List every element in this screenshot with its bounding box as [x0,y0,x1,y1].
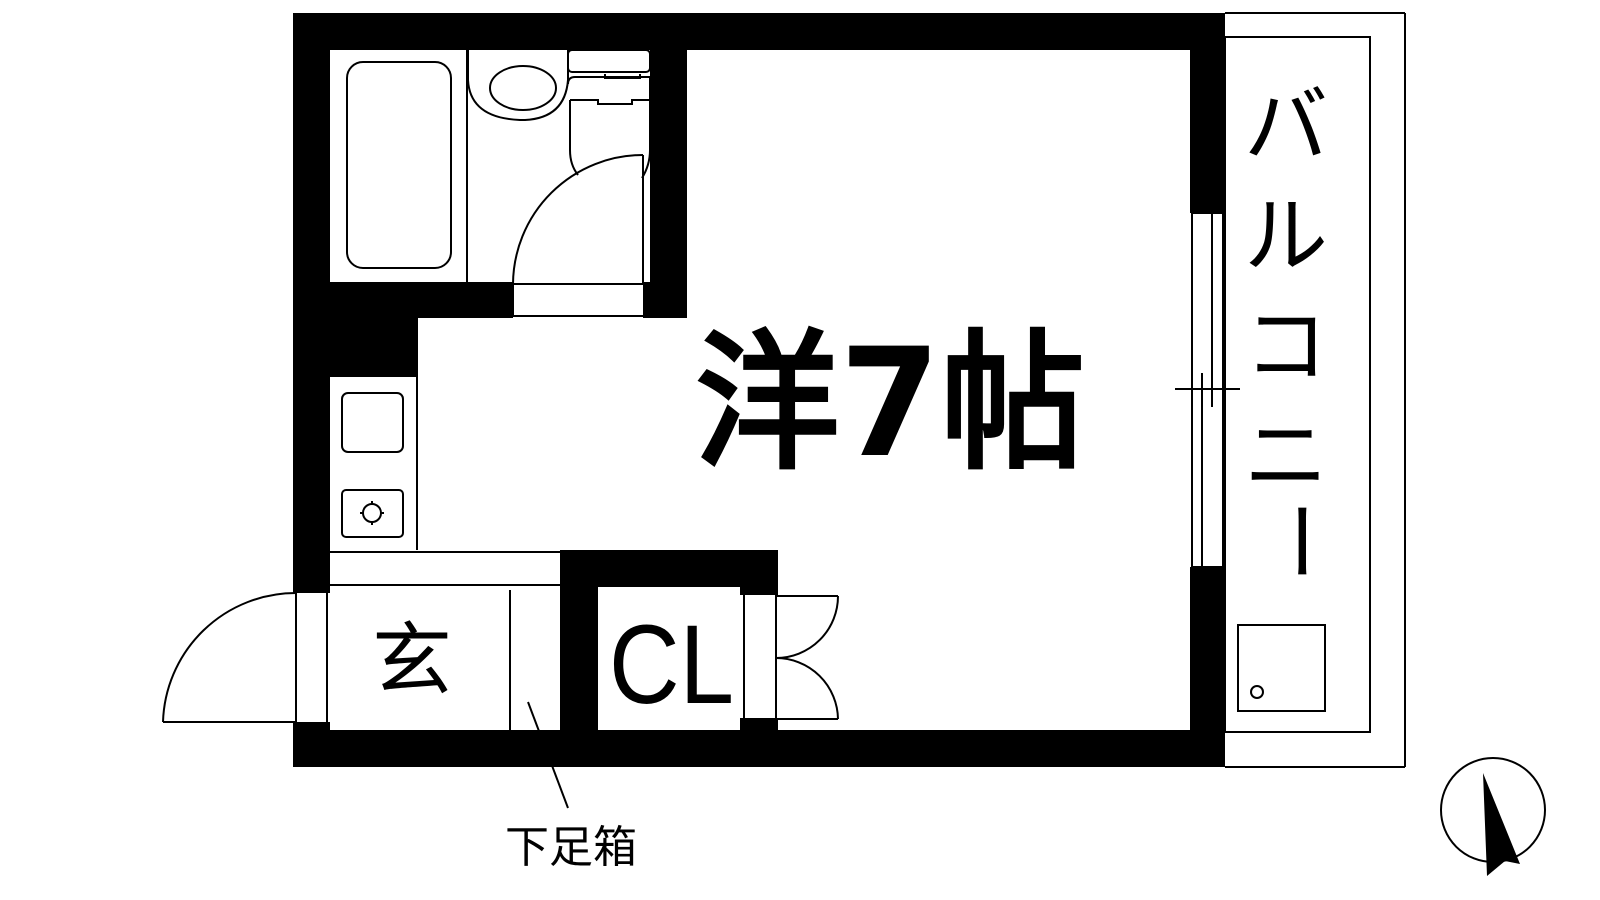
balcony-label-char: ル [1244,187,1328,285]
closet-door[interactable] [743,595,839,720]
north-arrow-icon [1440,757,1546,876]
entrance [295,590,569,809]
toilet-icon [567,49,651,73]
balcony-label: バ ル コ ニ ー [1244,77,1348,583]
balcony-label-char: ー [1250,499,1348,583]
bathroom [346,49,651,318]
closet-walls [560,550,778,767]
balcony-label-char: コ [1244,297,1328,395]
bathroom-door[interactable] [512,154,644,318]
kitchen [330,376,560,586]
washbasin-icon [467,50,569,121]
gas-stove-icon [341,489,404,538]
balcony [1224,12,1406,768]
entrance-door[interactable] [162,592,297,723]
bathtub-icon [346,61,452,269]
room-label-closet: CL [609,602,734,727]
air-conditioner-unit-icon [1237,624,1326,712]
sink-icon [341,392,404,453]
balcony-label-char: バ [1244,77,1328,175]
room-label-entrance: 玄 [372,614,452,707]
bathroom-walls [293,13,687,377]
room-label-main: 洋7帖 [695,317,1085,491]
shoe-cabinet-label: 下足箱 [505,822,637,873]
balcony-label-char: ニ [1244,407,1328,505]
balcony-window[interactable] [1175,212,1240,568]
